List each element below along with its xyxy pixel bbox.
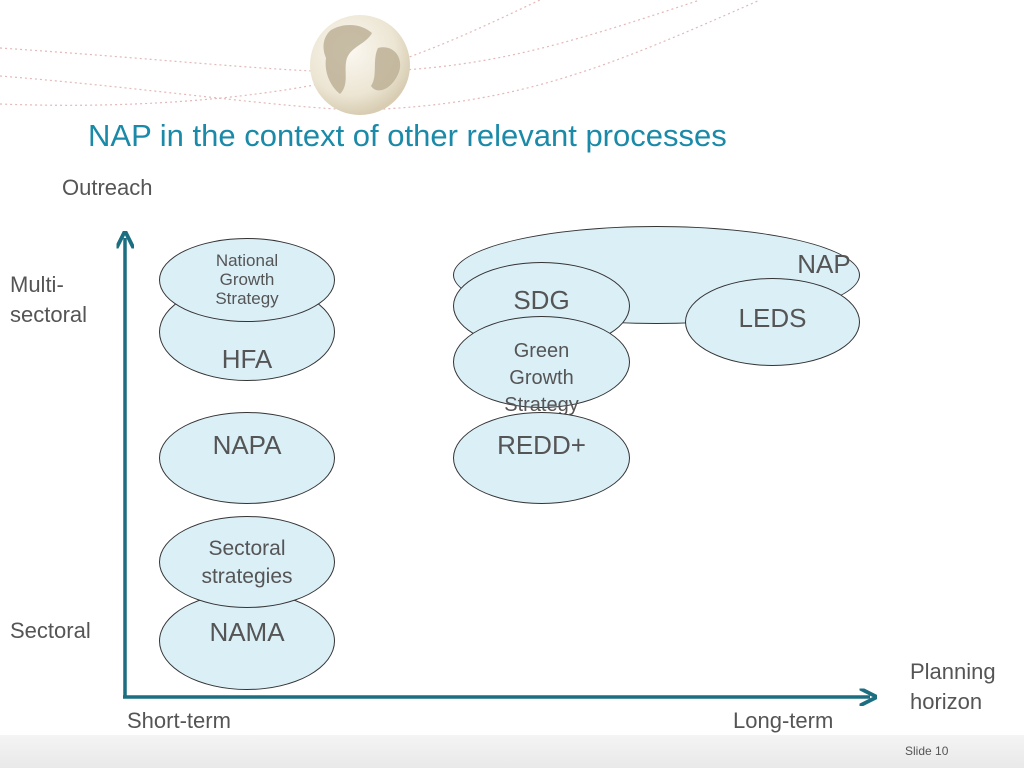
y-axis-top-label: Multi- sectoral (10, 272, 88, 327)
process-leds-label: LEDS (738, 303, 807, 333)
process-nama-label: NAMA (209, 617, 285, 647)
process-napa: NAPA (159, 412, 335, 504)
process-hfa-label: HFA (221, 344, 273, 374)
globe-icon (310, 15, 410, 115)
process-leds: LEDS (685, 278, 860, 366)
axes (123, 238, 870, 697)
process-redd-plus: REDD+ (453, 412, 630, 504)
process-sdg-label: SDG (513, 285, 570, 315)
y-axis-title: Outreach (62, 175, 153, 200)
x-axis-title: Planning horizon (910, 659, 996, 714)
slide-number: Slide 10 (905, 744, 949, 758)
process-national-growth-label: National Growth Strategy (215, 251, 279, 308)
slide-title: NAP in the context of other relevant pro… (88, 118, 727, 153)
footer-band (0, 735, 1024, 768)
x-axis-left-label: Short-term (127, 708, 231, 733)
y-axis-bottom-label: Sectoral (10, 618, 91, 643)
x-axis-right-label: Long-term (733, 708, 834, 733)
process-sectoral-strategies: Sectoral strategies (159, 516, 335, 608)
process-green-growth-label: Green Growth Strategy (504, 340, 579, 416)
process-sectoral-strategies-label: Sectoral strategies (201, 537, 293, 588)
process-napa-label: NAPA (212, 430, 282, 460)
process-nama: NAMA (159, 592, 335, 690)
process-nap-label: NAP (797, 249, 851, 279)
process-redd-label: REDD+ (497, 430, 586, 460)
process-national-growth-strategy: National Growth Strategy (159, 238, 335, 322)
process-green-growth-strategy: Green Growth Strategy (453, 316, 630, 416)
